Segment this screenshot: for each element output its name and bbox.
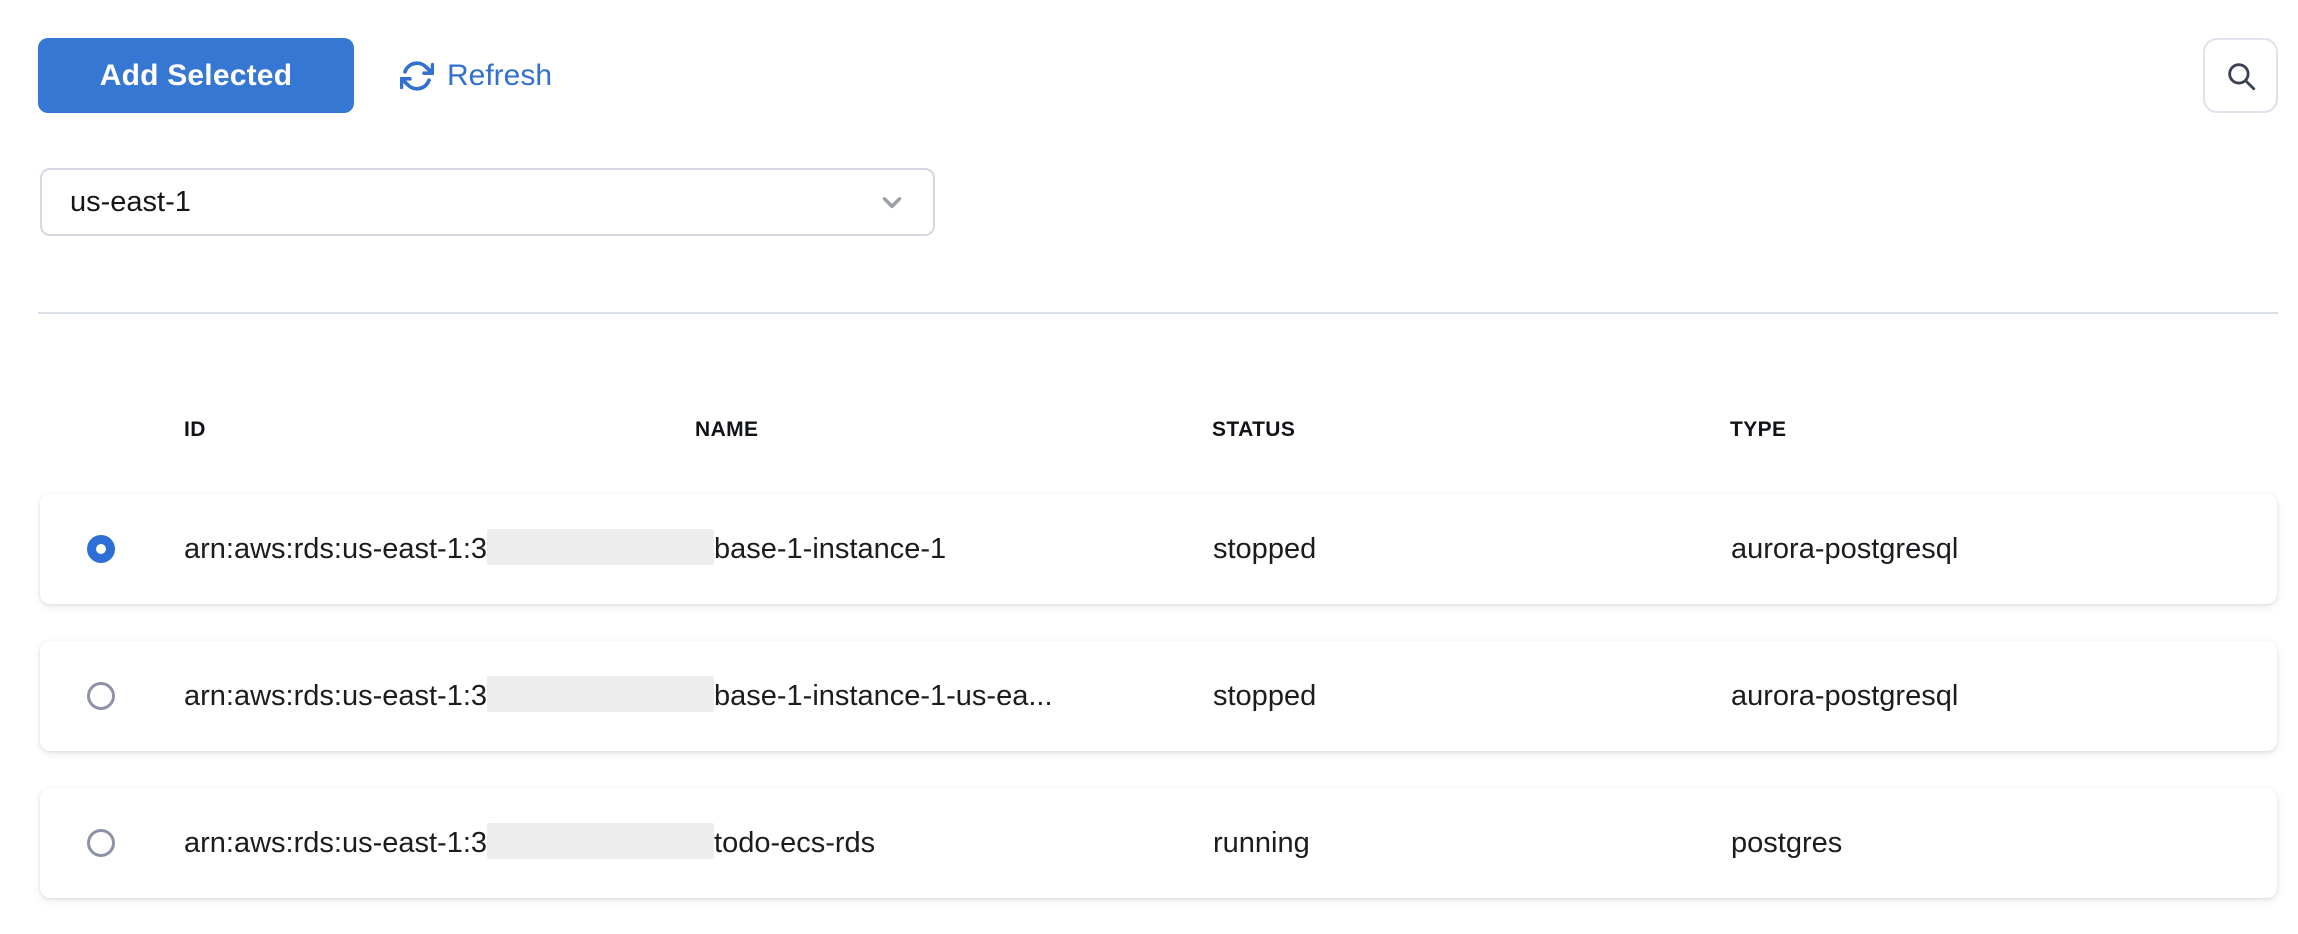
radio-button-selected[interactable]: [87, 535, 115, 563]
instance-id: arn:aws:rds:us-east-1:3base-1-instance-1…: [184, 641, 1206, 751]
radio-button[interactable]: [87, 682, 115, 710]
instance-id: arn:aws:rds:us-east-1:3base-1-instance-1: [184, 494, 1206, 604]
column-header-id: ID: [184, 418, 206, 441]
instance-status: running: [1213, 827, 1310, 859]
refresh-button[interactable]: Refresh: [400, 38, 552, 113]
search-icon: [2224, 59, 2258, 93]
column-header-status: STATUS: [1212, 418, 1296, 441]
region-select[interactable]: us-east-1: [40, 168, 935, 236]
add-selected-button[interactable]: Add Selected: [38, 38, 354, 113]
instance-type: aurora-postgresql: [1731, 680, 1959, 712]
section-divider: [38, 312, 2278, 314]
refresh-icon: [400, 59, 434, 93]
instance-status: stopped: [1213, 533, 1317, 565]
column-header-name: NAME: [695, 418, 759, 441]
instance-status: stopped: [1213, 680, 1317, 712]
search-button[interactable]: [2203, 38, 2278, 113]
instance-id: arn:aws:rds:us-east-1:3todo-ecs-rds: [184, 788, 1206, 898]
redacted-account-id: [487, 823, 715, 859]
radio-button[interactable]: [87, 829, 115, 857]
instance-type: postgres: [1731, 827, 1843, 859]
column-header-type: TYPE: [1730, 418, 1787, 441]
redacted-account-id: [487, 529, 715, 565]
refresh-label: Refresh: [447, 58, 553, 92]
table-row[interactable]: arn:aws:rds:us-east-1:3base-1-instance-1…: [40, 641, 2277, 751]
instance-type: aurora-postgresql: [1731, 533, 1959, 565]
redacted-account-id: [487, 676, 715, 712]
table-row[interactable]: arn:aws:rds:us-east-1:3base-1-instance-1…: [40, 494, 2277, 604]
table-row[interactable]: arn:aws:rds:us-east-1:3todo-ecs-rds runn…: [40, 788, 2277, 898]
chevron-down-icon: [877, 187, 907, 217]
region-select-value: us-east-1: [70, 185, 191, 218]
table-header-row: ID NAME STATUS TYPE: [0, 418, 2298, 448]
